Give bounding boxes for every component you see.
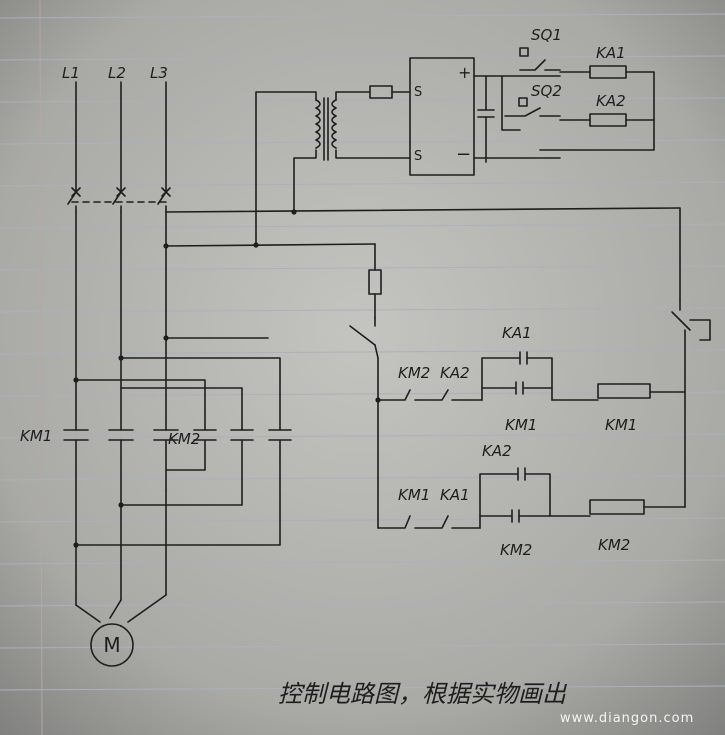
- rung1-ka1-contact-label: KA1: [502, 324, 532, 342]
- control-supply: [255, 47, 655, 246]
- sq2-label: SQ2: [531, 82, 562, 100]
- power-circuit: [63, 81, 681, 667]
- caption: 控制电路图，根据实物画出: [278, 680, 568, 708]
- rung1-km2-interlock-label: KM2: [398, 364, 430, 382]
- rung2-ka2-contact-label: KA2: [482, 442, 512, 460]
- phase-label-l1: L1: [62, 64, 80, 82]
- motor-label: M: [103, 633, 120, 657]
- sq1-label: SQ1: [531, 26, 562, 44]
- plus-terminal-label: +: [458, 63, 471, 82]
- ka1-label: KA1: [596, 44, 626, 62]
- input-terminal-label-1: S: [414, 85, 422, 100]
- rung1-km1-hold-label: KM1: [505, 416, 537, 434]
- motor-symbol: [90, 623, 134, 667]
- rung1-km1-coil-label: KM1: [605, 416, 637, 434]
- rung2-km2-hold-label: KM2: [500, 541, 532, 559]
- main-breaker: [67, 187, 171, 213]
- control-circuit: [349, 207, 711, 529]
- margin-line: [39, 0, 43, 735]
- rung2-km1-interlock-label: KM1: [398, 486, 430, 504]
- minus-terminal-label: −: [456, 144, 471, 165]
- ka2-label: KA2: [596, 92, 626, 110]
- rung1-ka2-label: KA2: [440, 364, 470, 382]
- km1-coil: [597, 383, 651, 399]
- phase-label-l2: L2: [108, 64, 126, 82]
- rectifier-module: [409, 57, 475, 176]
- watermark: www.diangon.com: [560, 711, 694, 726]
- phase-label-l3: L3: [150, 64, 168, 82]
- rung2-ka1-label: KA1: [440, 486, 470, 504]
- km1-main-label: KM1: [20, 427, 52, 445]
- km2-main-label: KM2: [168, 430, 200, 448]
- input-terminal-label-2: S: [414, 149, 422, 164]
- rung2-km2-coil-label: KM2: [598, 536, 630, 554]
